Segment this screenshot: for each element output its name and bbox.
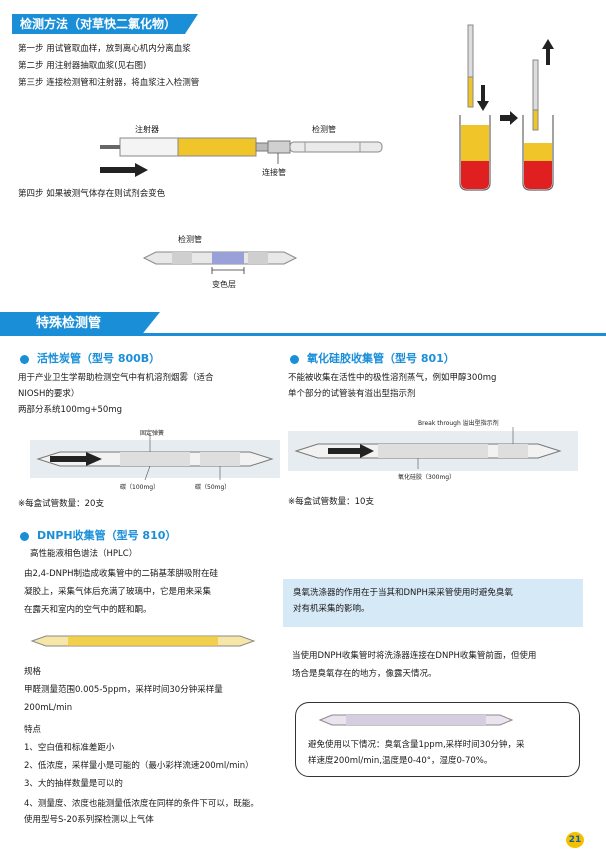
charcoal-50-label: 碳（50mg）: [195, 484, 231, 491]
charcoal-desc-1: 用于产业卫生学帮助检测空气中有机溶剂烟雾（适合: [18, 373, 214, 383]
ozone-para-2: 场合是臭氧存在的地方，像露天情况。: [292, 669, 437, 679]
silica-box-count: ※每盒试管数量：10支: [288, 497, 374, 507]
step-1: 第一步 用试管取血样，放到离心机内分离血浆: [18, 44, 191, 54]
step-3: 第三步 连接检测管和注射器，将血浆注入检测管: [18, 78, 200, 88]
ozone-note-box: 臭氧洗涤器的作用在于当其和DNPH采采管使用时避免臭氧 对有机采集的影响。: [283, 579, 583, 627]
bullet-icon: [20, 354, 29, 364]
spring-label: 固定弹簧: [140, 430, 165, 437]
color-change-layer: [212, 252, 244, 264]
feature-title: 特点: [24, 725, 42, 735]
spec-1: 甲醛测量范围0.005-5ppm，采样时间30分钟采样量: [24, 685, 223, 695]
breakthrough-label: Break through 溢出型指示剂: [418, 420, 499, 427]
dnph-heading: DNPH收集管（型号 810）: [20, 527, 176, 543]
tube2-label: 检测管: [178, 235, 202, 244]
ozone-para-1: 当使用DNPH收集管时将洗涤器连接在DNPH收集管前面，但使用: [292, 651, 537, 661]
test-tube-2: [522, 115, 554, 191]
ozone-scrubber-box: 避免使用以下情况：臭氧含量1ppm,采样时间30分钟，采 样速度200ml/mi…: [295, 702, 580, 777]
charcoal-box-count: ※每盒试管数量：20支: [18, 499, 104, 509]
section-title-detection-method: 检测方法（对草快二氯化物）: [12, 14, 198, 34]
feature-5: 使用型号S-20系列探检测以上气体: [24, 815, 154, 825]
page-number: 21: [566, 832, 584, 848]
charcoal-desc-2: NIOSH的要求）: [18, 389, 80, 399]
silica-label: 氧化硅胶（300mg）: [398, 474, 456, 481]
silica-desc-2: 单个部分的试管装有溢出型指示剂: [288, 389, 416, 399]
charcoal-100-label: 碳（100mg）: [120, 484, 160, 491]
syringe-barrel-empty: [119, 137, 179, 157]
dnph-subtitle: 高性能液相色谱法（HPLC）: [30, 549, 138, 559]
spec-title: 规格: [24, 667, 42, 677]
connector-label: 连接管: [262, 168, 286, 177]
color-layer-label: 变色层: [212, 280, 236, 289]
ozone-note-1: 臭氧洗涤器的作用在于当其和DNPH采采管使用时避免臭氧: [293, 588, 513, 598]
silica-heading: 氧化硅胶收集管（型号 801）: [290, 350, 455, 366]
feature-3: 3、大的抽样数量是可以的: [24, 779, 123, 789]
syringe-label: 注射器: [135, 125, 159, 134]
special-tubes-banner: 特殊检测管: [0, 312, 606, 336]
bullet-icon: [20, 531, 29, 541]
dnph-tube-diagram: [30, 635, 256, 647]
arrow-right-flow-icon: [328, 444, 374, 458]
dnph-desc-3: 在露天和室内的空气中的醛和酮。: [24, 605, 152, 615]
charcoal-tube-diagram: [30, 434, 280, 481]
banner-title: 特殊检测管: [36, 316, 102, 331]
syringe-tube-diagram: [100, 137, 383, 177]
centrifuge-tubes-diagram: [459, 24, 554, 191]
step-4: 第四步 如果被测气体存在则试剂会变色: [18, 189, 166, 199]
test-tube-1: [459, 115, 491, 191]
ozone-note-2: 对有机采集的影响。: [293, 604, 370, 614]
arrow-right-small-icon: [500, 111, 518, 125]
arrow-right-icon: [100, 163, 148, 177]
arrow-right-flow-icon: [50, 452, 102, 466]
feature-1: 1、空白值和标准差距小: [24, 743, 115, 753]
color-change-tube-diagram: [142, 251, 298, 274]
charcoal-heading: 活性炭管（型号 800B）: [20, 350, 160, 366]
bullet-icon: [290, 354, 299, 364]
silica-desc-1: 不能被收集在活性中的极性溶剂蒸气，例如甲醇300mg: [288, 373, 497, 383]
dnph-desc-2: 凝胶上，采集气体后充满了玻璃中，它是用来采集: [24, 587, 212, 597]
ozone-box-2: 样速度200ml/min,温度是0-40°，湿度0-70%。: [308, 756, 493, 766]
connector: [267, 140, 291, 154]
charcoal-desc-3: 两部分系统100mg+50mg: [18, 405, 123, 415]
step-2: 第二步 用注射器抽取血浆(见右图): [18, 61, 147, 71]
syringe-barrel-plasma: [177, 137, 257, 157]
arrow-up-icon: [542, 39, 554, 65]
tube-label: 检测管: [312, 125, 336, 134]
silica-tube-diagram: [288, 427, 578, 471]
feature-4: 4、测量度、浓度也能测量低浓度在同样的条件下可以，既能。: [24, 799, 259, 809]
arrow-down-icon: [477, 85, 489, 111]
steps-list: 第一步 用试管取血样，放到离心机内分离血浆 第二步 用注射器抽取血浆(见右图) …: [18, 41, 199, 92]
ozone-scrubber-diagram: [318, 714, 514, 726]
detection-tube: [289, 141, 383, 153]
ozone-box-1: 避免使用以下情况：臭氧含量1ppm,采样时间30分钟，采: [308, 740, 525, 750]
syringe-tip: [255, 142, 269, 152]
spec-2: 200mL/min: [24, 703, 73, 713]
dnph-desc-1: 由2,4-DNPH制造成收集管中的二硝基苯肼吸附在硅: [24, 569, 219, 579]
feature-2: 2、低浓度，采样量小是可能的（最小彩样流速200ml/min）: [24, 761, 254, 771]
